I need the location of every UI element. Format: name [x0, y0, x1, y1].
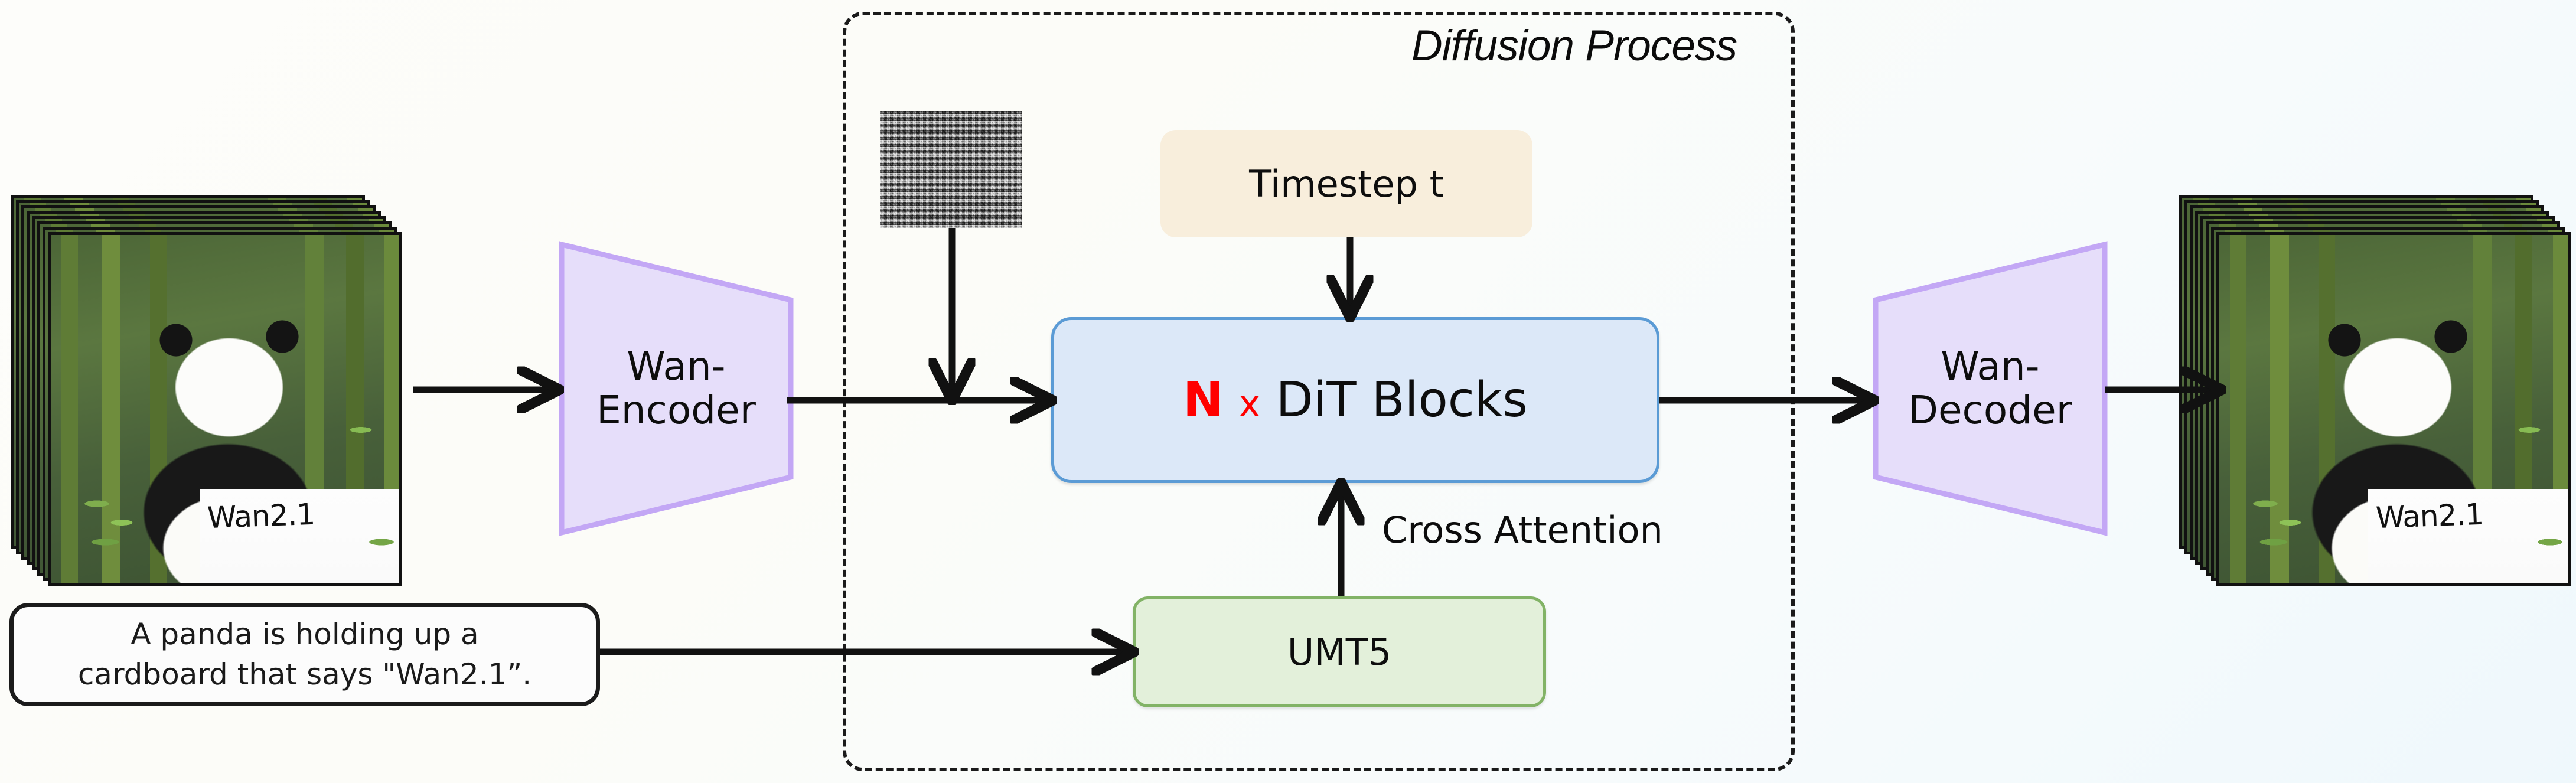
dit-repeat-count: N	[1182, 372, 1224, 428]
video-frame-front: Wan2.1	[2216, 232, 2571, 586]
dit-blocks-text: DiT Blocks	[1276, 372, 1528, 428]
diffusion-process-label: Diffusion Process	[1411, 22, 1737, 70]
wan-encoder-label: Wan- Encoder	[596, 344, 756, 433]
timestep-label: Timestep t	[1249, 162, 1444, 205]
output-video-frame-stack: Wan2.1	[2179, 195, 2571, 586]
dit-blocks-block[interactable]: N x DiT Blocks	[1051, 317, 1659, 483]
dit-times-symbol: x	[1238, 382, 1261, 425]
dit-blocks-label: N x DiT Blocks	[1183, 372, 1528, 428]
prompt-text-box[interactable]: A panda is holding up a cardboard that s…	[9, 603, 600, 706]
umt5-label: UMT5	[1287, 630, 1392, 674]
cross-attention-label: Cross Attention	[1382, 508, 1663, 552]
panda-sign-text: Wan2.1	[206, 497, 316, 536]
wan-decoder-label: Wan- Decoder	[1908, 344, 2072, 433]
diffusion-process-region	[843, 12, 1795, 771]
video-frame-front: Wan2.1	[48, 232, 402, 586]
trapezoid-shape	[559, 241, 794, 536]
wan-encoder-block[interactable]: Wan- Encoder	[558, 241, 794, 536]
timestep-block[interactable]: Timestep t	[1160, 130, 1532, 237]
panda-sign-text: Wan2.1	[2375, 497, 2484, 536]
umt5-text-encoder-block[interactable]: UMT5	[1133, 596, 1546, 707]
gaussian-noise-latent-icon	[880, 111, 1022, 228]
wan-decoder-block[interactable]: Wan- Decoder	[1872, 241, 2108, 536]
prompt-text: A panda is holding up a cardboard that s…	[77, 617, 532, 691]
input-video-frame-stack: Wan2.1	[11, 195, 402, 586]
